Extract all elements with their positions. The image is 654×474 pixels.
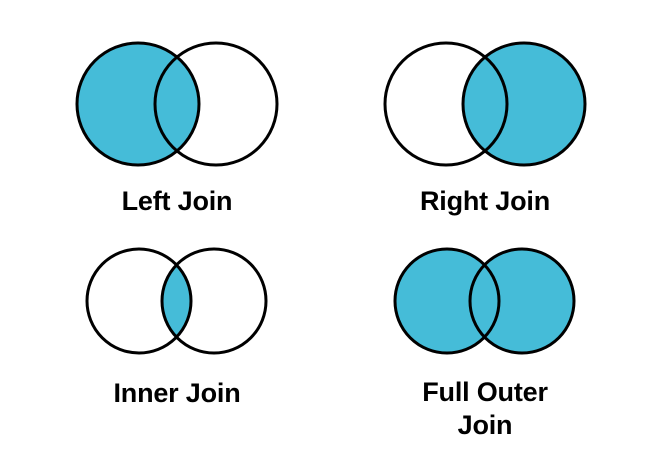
diagram-card-left-join: Left Join (22, 34, 332, 218)
left-circle-outline (383, 41, 509, 167)
right-circle-outline (461, 41, 587, 167)
diagram-card-full-outer-join: Full Outer Join (330, 240, 640, 442)
diagram-label-full-outer-join: Full Outer Join (422, 377, 548, 440)
venn-right-join (379, 34, 591, 174)
diagram-label-left-join: Left Join (121, 186, 233, 216)
diagram-label-right-join: Right Join (420, 186, 550, 216)
right-circle-fill (470, 249, 574, 353)
left-circle-outline (75, 41, 201, 167)
diagram-card-right-join: Right Join (330, 34, 640, 218)
right-circle-fill (162, 249, 266, 353)
right-circle-outline (468, 247, 576, 355)
right-circle-outline (160, 247, 268, 355)
overlap-region (463, 43, 507, 165)
overlap-region (155, 43, 199, 165)
left-circle-fill (87, 249, 191, 353)
diagram-card-inner-join: Inner Join (22, 240, 332, 410)
diagram-label-inner-join: Inner Join (113, 378, 241, 408)
right-circle-outline (153, 41, 279, 167)
venn-inner-join (75, 240, 279, 362)
left-circle-fill (395, 249, 499, 353)
venn-left-join (71, 34, 283, 174)
left-circle-outline (393, 247, 501, 355)
venn-full-outer-join (383, 240, 587, 362)
left-circle-outline (85, 247, 193, 355)
